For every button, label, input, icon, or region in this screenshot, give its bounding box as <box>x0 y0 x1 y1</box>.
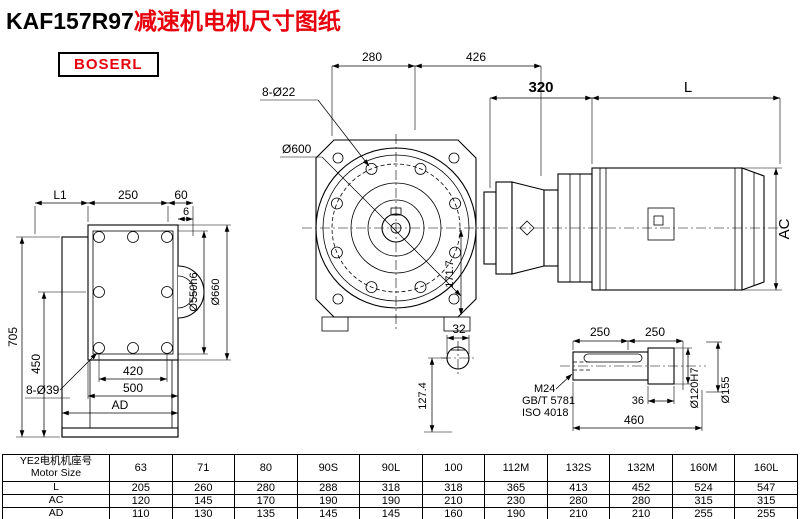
label-iso: ISO 4018 <box>522 407 568 419</box>
shaft-detail-view: 250 250 M24 GB/T 5781 ISO 4018 36 460 Ø1… <box>522 325 732 431</box>
table-cell: 260 <box>171 480 236 496</box>
table-cell: 230 <box>484 494 548 509</box>
callout-8-d39: 8-Ø39 <box>26 383 60 397</box>
dim-705: 705 <box>6 327 20 347</box>
dim-250-a: 250 <box>590 325 610 339</box>
motor-size-label-en: Motor Size <box>30 467 82 479</box>
page-title: KAF157R97减速机电机尺寸图纸 <box>6 2 341 36</box>
table-cell: 280 <box>234 480 298 496</box>
table-cell: 255 <box>734 507 798 519</box>
technical-drawing: L1 250 60 6 705 450 420 500 AD <box>6 50 793 438</box>
table-cell: 315 <box>734 494 798 509</box>
dim-AD: AD <box>112 398 129 412</box>
table-row-AC: AC 120 145 170 190 190 210 230 280 280 3… <box>2 494 798 509</box>
table-cell: 547 <box>734 480 798 496</box>
table-cell: 210 <box>546 507 611 519</box>
dim-420: 420 <box>123 364 143 378</box>
column-header: 160L <box>734 454 798 482</box>
dim-6: 6 <box>183 206 189 218</box>
column-header: 132S <box>546 454 611 482</box>
table-cell: 318 <box>421 480 486 496</box>
dim-250: 250 <box>118 188 138 202</box>
callout-8-d22: 8-Ø22 <box>262 85 296 99</box>
table-row-AD: AD 110 130 135 145 145 160 190 210 210 2… <box>2 507 798 519</box>
label-m24: M24 <box>534 383 555 395</box>
table-cell: 318 <box>359 480 423 496</box>
table-cell: 365 <box>484 480 548 496</box>
table-cell: 120 <box>109 494 173 509</box>
motor-view: 320 L AC <box>480 79 793 291</box>
dim-dia120: Ø120H7 <box>689 368 701 409</box>
dim-500: 500 <box>123 381 143 395</box>
table-cell: 288 <box>296 480 361 496</box>
motor-size-table: YE2电机机座号 Motor Size 63 71 80 90S 90L 100… <box>2 454 798 519</box>
table-cell: 452 <box>609 480 673 496</box>
dim-60: 60 <box>174 188 188 202</box>
table-cell: 110 <box>109 507 173 519</box>
table-cell: 145 <box>296 507 361 519</box>
table-cell: 210 <box>421 494 486 509</box>
column-header: 132M <box>609 454 673 482</box>
motor-size-label-cn: YE2电机机座号 <box>19 455 93 468</box>
table-header-row: YE2电机机座号 Motor Size 63 71 80 90S 90L 100… <box>2 454 798 482</box>
label-gbt: GB/T 5781 <box>522 395 575 407</box>
column-header: 80 <box>234 454 298 482</box>
column-header: 100 <box>421 454 486 482</box>
dim-460: 460 <box>624 413 644 427</box>
table-cell: 170 <box>234 494 298 509</box>
row-label: AD <box>2 507 110 519</box>
row-label: AC <box>2 494 110 509</box>
logo-text: BOSERL <box>74 56 143 73</box>
dim-dia155: Ø155 <box>720 377 732 404</box>
dim-450: 450 <box>29 354 43 374</box>
dim-AC: AC <box>776 218 793 239</box>
table-cell: 205 <box>109 480 173 496</box>
dim-171-7: 171.7 <box>444 260 456 288</box>
dim-280: 280 <box>362 50 382 64</box>
title-suffix: 减速机电机尺寸图纸 <box>133 8 341 34</box>
table-cell: 210 <box>609 507 673 519</box>
table-row-L: L 205 260 280 288 318 318 365 413 452 52… <box>2 480 798 496</box>
dim-36: 36 <box>632 395 644 407</box>
dim-426: 426 <box>466 50 486 64</box>
table-cell: 145 <box>359 507 423 519</box>
front-view: 280 426 8-Ø22 Ø600 171.7 <box>260 50 542 332</box>
column-header: 90L <box>359 454 423 482</box>
table-cell: 190 <box>296 494 361 509</box>
shaft-section-view: 32 127.4 <box>417 322 475 433</box>
boserl-logo: BOSERL <box>58 52 159 77</box>
dim-127-4: 127.4 <box>417 382 429 410</box>
dim-L: L <box>684 79 692 96</box>
table-cell: 160 <box>421 507 486 519</box>
column-header: 90S <box>296 454 361 482</box>
table-cell: 280 <box>609 494 673 509</box>
table-cell: 255 <box>671 507 736 519</box>
column-header: 63 <box>109 454 173 482</box>
table-cell: 135 <box>234 507 298 519</box>
table-cell: 145 <box>171 494 236 509</box>
table-corner-cell: YE2电机机座号 Motor Size <box>2 454 110 482</box>
table-cell: 190 <box>484 507 548 519</box>
dim-32: 32 <box>452 322 466 336</box>
table-cell: 130 <box>171 507 236 519</box>
title-model-code: KAF157R97 <box>6 8 134 34</box>
dim-250-b: 250 <box>645 325 665 339</box>
side-view: L1 250 60 6 705 450 420 500 AD <box>6 188 231 438</box>
table-cell: 190 <box>359 494 423 509</box>
dim-320: 320 <box>528 79 553 96</box>
dim-L1: L1 <box>53 188 67 202</box>
table-cell: 315 <box>671 494 736 509</box>
column-header: 160M <box>671 454 736 482</box>
table-cell: 280 <box>546 494 611 509</box>
dim-dia600: Ø600 <box>282 142 312 156</box>
column-header: 112M <box>484 454 548 482</box>
column-header: 71 <box>171 454 236 482</box>
table-cell: 413 <box>546 480 611 496</box>
dim-dia660: Ø660 <box>210 279 222 306</box>
table-cell: 524 <box>671 480 736 496</box>
dim-dia550: Ø550h6 <box>188 272 200 311</box>
row-label: L <box>2 480 110 496</box>
